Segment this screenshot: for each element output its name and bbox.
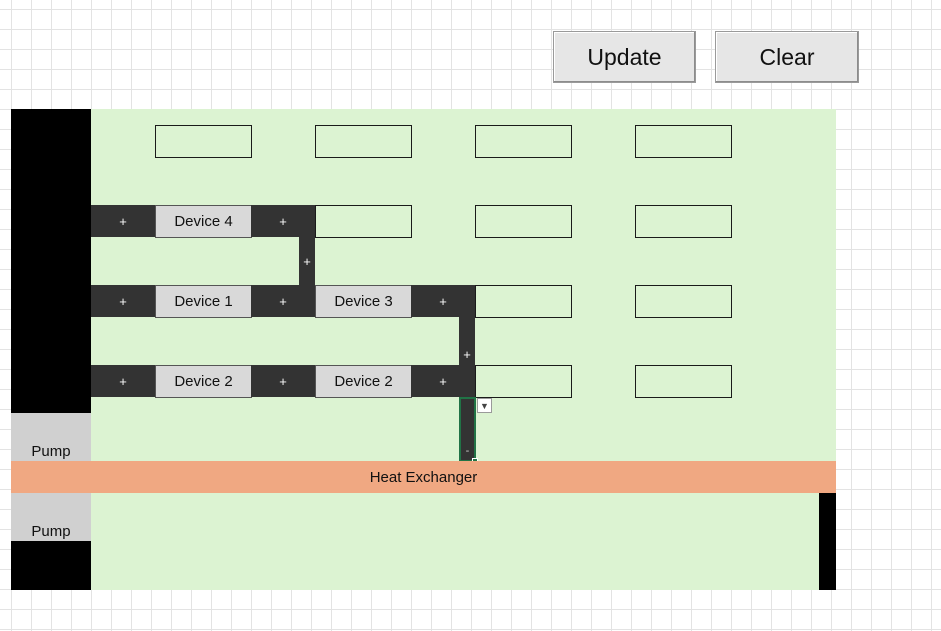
empty-slot[interactable] <box>475 205 572 238</box>
device-slot[interactable]: Device 4 <box>155 205 252 238</box>
device-slot[interactable]: Device 2 <box>155 365 252 398</box>
connector-plus[interactable]: + <box>279 213 287 229</box>
connector-plus[interactable]: + <box>439 293 447 309</box>
connector-plus[interactable]: + <box>463 346 471 362</box>
pipe-segment <box>411 285 475 317</box>
connector-plus[interactable]: + <box>119 373 127 389</box>
empty-slot[interactable] <box>635 285 732 318</box>
connector-plus[interactable]: + <box>303 253 311 269</box>
connector-plus[interactable]: + <box>119 293 127 309</box>
supply-manifold <box>11 109 91 413</box>
pipe-segment <box>251 285 315 317</box>
pipe-downcomer <box>460 398 475 461</box>
pipe-segment <box>91 285 155 317</box>
chevron-down-icon: ▼ <box>480 400 489 411</box>
empty-slot[interactable] <box>635 365 732 398</box>
empty-slot[interactable] <box>475 365 572 398</box>
empty-slot[interactable] <box>315 125 412 158</box>
connector-plus[interactable]: + <box>119 213 127 229</box>
layout-panel <box>11 109 836 590</box>
return-manifold <box>11 541 91 590</box>
pipe-segment <box>411 365 475 397</box>
device-slot[interactable]: Device 1 <box>155 285 252 318</box>
pipe-segment <box>251 365 315 397</box>
device-slot[interactable]: Device 3 <box>315 285 412 318</box>
device-slot[interactable]: Device 2 <box>315 365 412 398</box>
pipe-segment <box>91 205 155 237</box>
pump-return[interactable]: Pump <box>11 493 91 541</box>
connector-plus[interactable]: + <box>279 373 287 389</box>
empty-slot[interactable] <box>475 125 572 158</box>
return-riser <box>819 493 836 590</box>
empty-slot[interactable] <box>315 205 412 238</box>
connector-plus[interactable]: + <box>279 293 287 309</box>
connector-plus[interactable]: - <box>465 445 470 457</box>
update-button[interactable]: Update <box>553 31 696 83</box>
empty-slot[interactable] <box>635 205 732 238</box>
pipe-segment <box>91 365 155 397</box>
pipe-riser <box>299 237 315 285</box>
empty-slot[interactable] <box>155 125 252 158</box>
heat-exchanger[interactable]: Heat Exchanger <box>11 461 836 493</box>
pump-supply[interactable]: Pump <box>11 413 91 461</box>
connector-plus[interactable]: + <box>439 373 447 389</box>
dropdown-button[interactable]: ▼ <box>477 398 492 413</box>
pipe-segment <box>251 205 315 237</box>
empty-slot[interactable] <box>475 285 572 318</box>
clear-button[interactable]: Clear <box>715 31 859 83</box>
empty-slot[interactable] <box>635 125 732 158</box>
